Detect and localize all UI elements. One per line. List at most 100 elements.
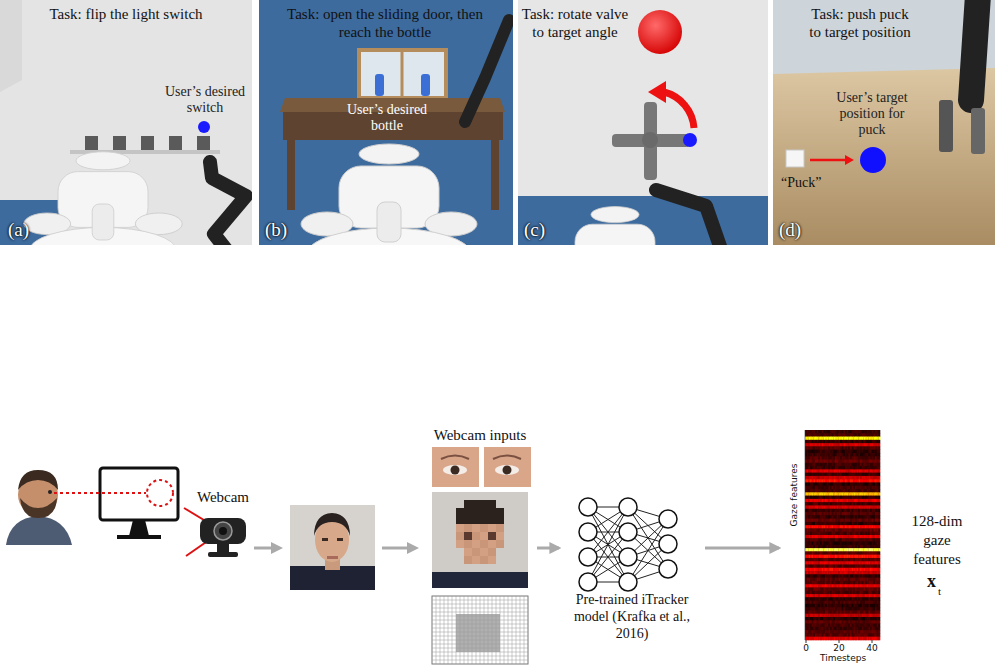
- face-pixel: [480, 540, 488, 548]
- face-pixel: [464, 540, 472, 548]
- heatmap-cell: [878, 522, 880, 526]
- grid-line: [520, 596, 521, 664]
- face-pixel: [464, 492, 472, 500]
- face-pixel: [520, 572, 528, 580]
- neural-network: [579, 498, 677, 591]
- grid-line: [432, 608, 528, 609]
- gaze-line: [54, 492, 146, 494]
- heatmap-cell: [878, 512, 880, 516]
- pipeline-arrow: [407, 542, 419, 554]
- gaze-line: [54, 480, 173, 506]
- target-dot: [198, 121, 210, 133]
- heatmap-cell: [878, 443, 880, 447]
- face-pixel: [520, 492, 528, 500]
- face-photo: [327, 556, 338, 559]
- face-pixel: [440, 556, 448, 564]
- face-pixel: [456, 572, 464, 580]
- face-pixel: [480, 524, 488, 532]
- grid-line: [524, 596, 525, 664]
- panel-d-render: [773, 0, 995, 245]
- face-pixel: [488, 500, 496, 508]
- target-ball: [638, 10, 682, 54]
- face-grid: [432, 596, 528, 664]
- panel-c-render: [518, 0, 768, 315]
- face-pixel: [472, 556, 480, 564]
- heatmap-cell: [878, 532, 880, 536]
- face-pixel: [432, 580, 440, 588]
- face-pixel: [520, 540, 528, 548]
- panel-b-render: [287, 140, 295, 210]
- heatmap-cell: [878, 519, 880, 523]
- face-pixel: [440, 564, 448, 572]
- heatmap-cell: [878, 463, 880, 467]
- face-pixel: [448, 556, 456, 564]
- face-pixel: [448, 532, 456, 540]
- target-dot: [683, 133, 697, 147]
- face-pixel: [520, 524, 528, 532]
- network-unit: [579, 523, 597, 541]
- face-pixel: [432, 508, 440, 516]
- face-pixel: [432, 532, 440, 540]
- face-pixel: [504, 532, 512, 540]
- grid-line: [484, 596, 485, 664]
- heatmap-cell: [878, 545, 880, 549]
- webcam-icon: [214, 522, 232, 540]
- gripper: [939, 100, 953, 152]
- face-pixel: [432, 564, 440, 572]
- grid-line: [432, 660, 528, 661]
- face-pixel: [512, 492, 520, 500]
- valve: [612, 102, 690, 180]
- face-pixel: [448, 580, 456, 588]
- grid-line: [432, 628, 528, 629]
- face-pixel: [464, 500, 472, 508]
- face-pixel: [496, 564, 504, 572]
- face-pixel: [520, 500, 528, 508]
- grid-line: [440, 596, 441, 664]
- puck: [786, 150, 804, 167]
- face-pixel: [488, 516, 496, 524]
- eye-crop: [484, 447, 531, 487]
- grid-line: [456, 596, 457, 664]
- face-pixel: [472, 540, 480, 548]
- face-pixel: [464, 564, 472, 572]
- heatmap-cell: [878, 453, 880, 457]
- face-pixel: [512, 556, 520, 564]
- face-pixel: [488, 548, 496, 556]
- heatmap-cell: [878, 505, 880, 509]
- face-pixel: [504, 556, 512, 564]
- grid-line: [432, 604, 528, 605]
- panel-b-render: [301, 144, 477, 280]
- network-unit: [619, 573, 637, 591]
- panel-a-render: [0, 0, 252, 274]
- monitor: [100, 468, 178, 539]
- face-pixel: [488, 540, 496, 548]
- face-pixel: [472, 492, 480, 500]
- face-pixel: [504, 540, 512, 548]
- face-pixel: [464, 508, 472, 516]
- face-photo: [337, 538, 343, 541]
- grid-line: [476, 596, 477, 664]
- face-pixel: [472, 500, 480, 508]
- grid-line: [432, 600, 528, 601]
- heatmap-cell: [878, 489, 880, 493]
- pipeline-arrow: [254, 547, 272, 550]
- face-pixel: [440, 580, 448, 588]
- face-pixel: [440, 572, 448, 580]
- grid-line: [448, 596, 449, 664]
- eye-crop: [441, 456, 469, 460]
- face-pixel: [432, 556, 440, 564]
- face-pixel: [440, 548, 448, 556]
- panel-b-render: [259, 0, 513, 280]
- face-crop: [432, 492, 528, 588]
- rotation-arrow: [664, 92, 694, 128]
- bottle: [375, 74, 384, 96]
- face-pixel: [456, 540, 464, 548]
- grid-line: [432, 644, 528, 645]
- panel-b-render: [359, 50, 446, 98]
- face-pixel: [504, 572, 512, 580]
- face-pixel: [520, 516, 528, 524]
- face-pixel: [504, 580, 512, 588]
- face-pixel: [504, 548, 512, 556]
- gripper: [971, 108, 985, 154]
- face-pixel: [488, 572, 496, 580]
